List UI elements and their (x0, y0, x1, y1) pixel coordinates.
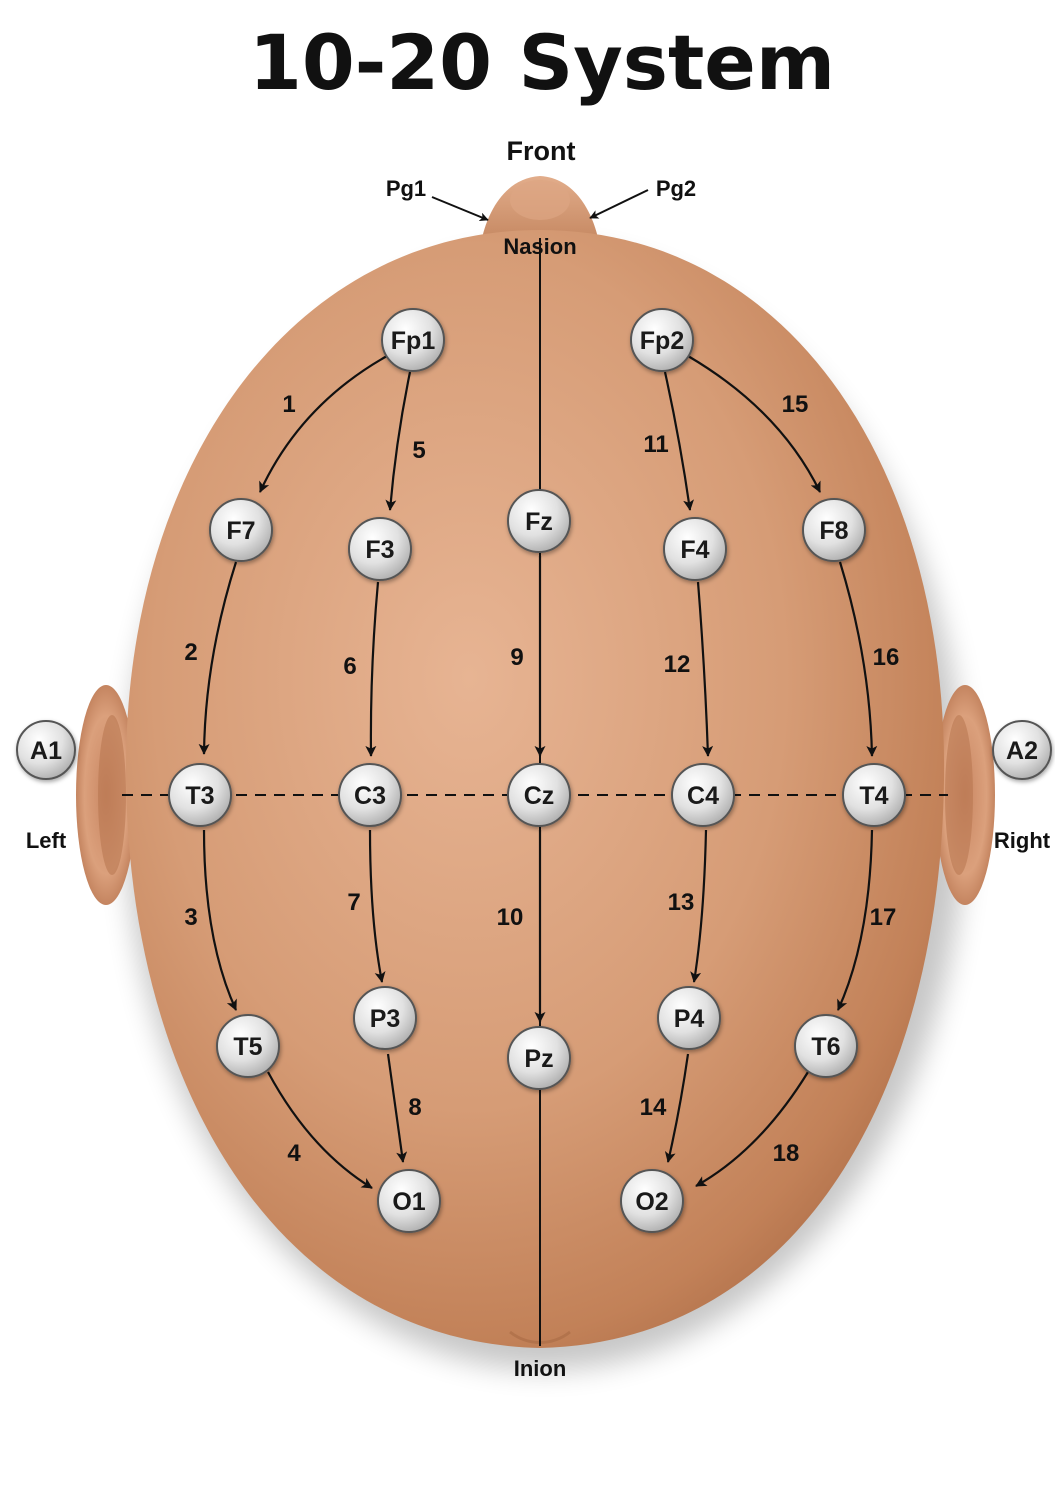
connection-14-arrow (664, 1053, 690, 1163)
pg1-pointer (431, 196, 489, 222)
connections (198, 355, 878, 1189)
electrode-o2[interactable]: O2 (620, 1169, 684, 1233)
electrode-t6[interactable]: T6 (794, 1014, 858, 1078)
electrode-f7[interactable]: F7 (209, 498, 273, 562)
connection-number: 1 (282, 391, 295, 418)
connection-number: 10 (497, 904, 524, 931)
electrodes: Fp1 Fp2 F7 F3 Fz F4 F8 A1 (16, 308, 1052, 1233)
connection-number: 8 (408, 1094, 421, 1121)
electrode-label: F4 (680, 536, 709, 564)
electrode-f8[interactable]: F8 (802, 498, 866, 562)
pg2-pointer (589, 189, 649, 219)
left-ear (76, 685, 136, 905)
electrode-label: A2 (1006, 737, 1038, 765)
connection-number: 4 (287, 1140, 301, 1167)
left-label: Left (26, 828, 67, 853)
electrode-c3[interactable]: C3 (338, 763, 402, 827)
connection-number: 2 (184, 639, 197, 666)
electrode-fp1[interactable]: Fp1 (381, 308, 445, 372)
electrode-fz[interactable]: Fz (507, 489, 571, 553)
electrode-label: P3 (370, 1005, 401, 1033)
right-ear (935, 685, 995, 905)
electrode-cz[interactable]: Cz (507, 763, 571, 827)
connection-numbers: 1 2 3 4 5 6 7 8 9 10 11 12 13 14 15 16 1… (184, 391, 899, 1167)
electrode-a1[interactable]: A1 (16, 720, 76, 780)
connection-3-arrow (202, 829, 238, 1011)
electrode-label: C4 (687, 782, 719, 810)
electrode-o1[interactable]: O1 (377, 1169, 441, 1233)
electrode-c4[interactable]: C4 (671, 763, 735, 827)
electrode-p4[interactable]: P4 (657, 986, 721, 1050)
connection-11-arrow (663, 371, 695, 511)
connection-number: 13 (668, 889, 695, 916)
diagram-title: 10-20 System (249, 18, 835, 107)
connection-number: 17 (870, 904, 897, 931)
electrode-label: A1 (30, 737, 62, 765)
connection-number: 16 (873, 644, 900, 671)
electrode-label: T3 (185, 782, 214, 810)
electrode-t3[interactable]: T3 (168, 763, 232, 827)
nose-tip (510, 180, 570, 220)
electrode-label: Fp1 (391, 327, 436, 355)
electrode-label: Pz (524, 1045, 553, 1073)
electrode-label: F7 (226, 517, 255, 545)
inion-label: Inion (514, 1356, 567, 1381)
connection-2-arrow (198, 561, 238, 755)
front-label: Front (507, 136, 576, 166)
electrode-label: T5 (233, 1033, 262, 1061)
electrode-label: F8 (819, 517, 848, 545)
connection-5-arrow (385, 371, 412, 511)
connection-number: 9 (510, 644, 523, 671)
connection-12-arrow (696, 581, 714, 757)
electrode-a2[interactable]: A2 (992, 720, 1052, 780)
connection-13-arrow (690, 829, 708, 983)
right-label: Right (994, 828, 1051, 853)
electrode-pz[interactable]: Pz (507, 1026, 571, 1090)
electrode-label: T4 (859, 782, 888, 810)
connection-6-arrow (365, 581, 380, 757)
connection-number: 7 (347, 889, 360, 916)
electrode-t5[interactable]: T5 (216, 1014, 280, 1078)
connection-number: 12 (664, 651, 691, 678)
electrode-label: Fp2 (640, 327, 684, 355)
pg1-label: Pg1 (386, 176, 426, 201)
connection-4-arrow (267, 1071, 373, 1189)
connection-8-arrow (386, 1053, 408, 1163)
electrode-fp2[interactable]: Fp2 (630, 308, 694, 372)
electrode-label: Cz (524, 782, 555, 810)
connection-number: 14 (640, 1094, 667, 1121)
connection-number: 6 (343, 653, 356, 680)
connection-17-arrow (836, 829, 874, 1011)
connection-number: 5 (412, 437, 425, 464)
electrode-label: F3 (365, 536, 394, 564)
connection-number: 11 (643, 431, 668, 458)
electrode-label: C3 (354, 782, 386, 810)
electrode-label: T6 (811, 1033, 840, 1061)
connection-1-arrow (259, 355, 388, 493)
connection-number: 3 (184, 904, 197, 931)
connection-7-arrow (368, 829, 386, 983)
connection-number: 18 (773, 1140, 800, 1167)
electrode-label: O2 (635, 1188, 668, 1216)
electrode-label: P4 (674, 1005, 705, 1033)
connection-number: 15 (782, 391, 809, 418)
electrode-p3[interactable]: P3 (353, 986, 417, 1050)
electrode-label: Fz (525, 508, 553, 536)
electrode-f4[interactable]: F4 (663, 517, 727, 581)
nasion-label: Nasion (503, 234, 576, 259)
electrode-label: O1 (392, 1188, 425, 1216)
connection-16-arrow (838, 561, 878, 757)
connection-15-arrow (687, 355, 821, 493)
connection-18-arrow (695, 1071, 809, 1187)
electrode-f3[interactable]: F3 (348, 517, 412, 581)
electrode-t4[interactable]: T4 (842, 763, 906, 827)
pg2-label: Pg2 (656, 176, 696, 201)
